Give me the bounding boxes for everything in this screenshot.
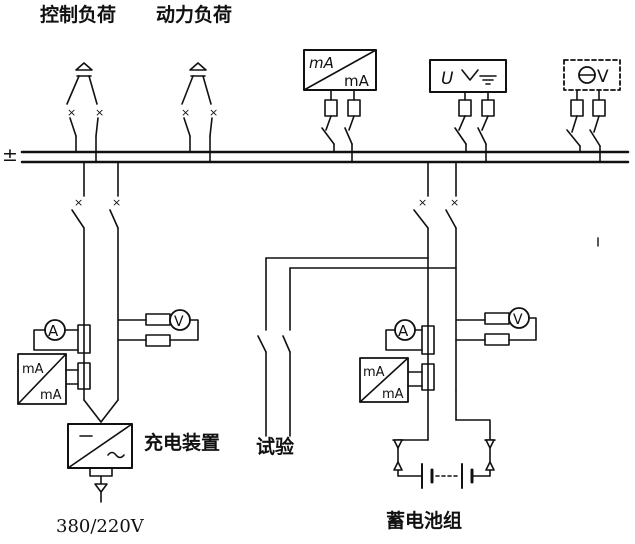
battery-branch: × × A V <box>257 161 537 489</box>
label-charger: 充电装置 <box>144 432 221 454</box>
svg-text:×: × <box>112 196 121 209</box>
charger-transducer-top-text: mA <box>22 362 44 377</box>
label-battery: 蓄电池组 <box>386 510 463 532</box>
insulation-monitor-text: U <box>441 69 454 89</box>
label-bus-symbol: ± <box>2 144 18 166</box>
label-power-load: 动力负荷 <box>156 4 233 26</box>
svg-text:×: × <box>67 106 76 119</box>
svg-text:×: × <box>209 106 218 119</box>
bus-transducer-top-text: mA <box>309 54 334 72</box>
feeder-control-load: × × <box>66 62 104 163</box>
dc-bus <box>20 150 630 164</box>
bus-voltmeter-text: V <box>597 67 609 87</box>
charger-branch: × × A V mA mA <box>17 161 199 503</box>
bus-transducer: mA mA <box>303 49 377 163</box>
svg-text:×: × <box>418 196 427 209</box>
label-ac-supply: 380/220V <box>56 516 144 537</box>
label-test: 试验 <box>256 436 295 458</box>
svg-text:×: × <box>74 196 83 209</box>
charger-ammeter-text: A <box>48 322 59 340</box>
insulation-monitor: U <box>429 59 507 163</box>
battery-ammeter-text: A <box>398 322 409 340</box>
bus-voltmeter: V <box>563 59 621 163</box>
bus-transducer-bottom-text: mA <box>344 72 370 90</box>
charger-voltmeter-text: V <box>174 314 184 330</box>
charger-transducer-bottom-text: mA <box>40 388 62 403</box>
svg-text:×: × <box>95 106 104 119</box>
label-control-load: 控制负荷 <box>40 4 117 26</box>
battery-voltmeter-text: V <box>513 312 523 328</box>
svg-text:×: × <box>181 106 190 119</box>
battery-transducer-bottom-text: mA <box>382 387 404 402</box>
svg-text:×: × <box>450 196 459 209</box>
feeder-power-load: × × <box>181 62 218 163</box>
battery-transducer-top-text: mA <box>363 365 385 380</box>
